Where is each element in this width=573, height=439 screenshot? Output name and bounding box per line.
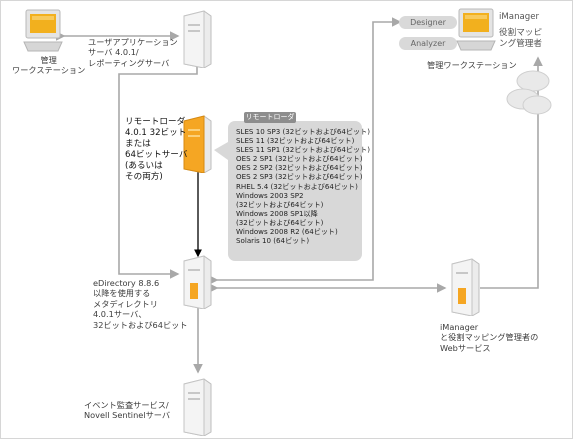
remote-loader-callout: [228, 121, 362, 261]
imanager-server-icon: [451, 258, 480, 316]
imanager-web-label: iManager と役割マッピング管理者の Webサービス: [440, 322, 539, 353]
edirectory-label: eDirectory 8.8.6 以降を使用する メタディレクトリ 4.0.1サ…: [93, 278, 188, 330]
platform-item: Solaris 10 (64ビット): [236, 236, 310, 246]
remote-loader-platform-list: SLES 10 SP3 (32ビットおよび64ビット) SLES 11 (32ビ…: [236, 127, 370, 245]
audit-server-label: イベント監査サービス/ Novell Sentinelサーバ: [84, 400, 171, 421]
link-edirectory-designer: [209, 17, 402, 285]
admin-workstation-label: 管理 ワークステーション: [12, 55, 86, 76]
role-workstation-label: 管理ワークステーション: [427, 60, 517, 70]
role-workstation-icon: [456, 8, 496, 51]
platform-item: SLES 10 SP3 (32ビットおよび64ビット): [236, 127, 370, 136]
audit-server-icon: [183, 378, 212, 436]
callout-tab: リモートローダ: [244, 112, 296, 123]
imanager-tool-label: iManager: [499, 12, 540, 22]
remote-loader-label: リモートローダ 4.0.1 32ビット または 64ビットサーバ (あるいは そ…: [125, 117, 188, 182]
userapp-server-icon: [183, 10, 212, 68]
platform-item: (32ビットおよび64ビット): [236, 217, 324, 227]
platform-item: Windows 2008 R2 (64ビット): [236, 227, 338, 237]
edirectory-server-icon: [183, 255, 212, 309]
platform-item: (32ビットおよび64ビット): [236, 199, 324, 209]
platform-item: OES 2 SP3 (32ビットおよび64ビット): [236, 172, 363, 182]
platform-item: RHEL 5.4 (32ビットおよび64ビット): [236, 181, 358, 191]
link-userapp-edirectory: [118, 56, 202, 279]
remote-loader-server-icon: [183, 115, 212, 173]
admin-workstation-icon: [23, 9, 63, 52]
role-mapping-tool-label: 役割マッピ ング管理者: [499, 28, 542, 49]
platform-item: Windows 2008 SP1以降: [236, 208, 318, 218]
platform-item: SLES 11 (32ビットおよび64ビット): [236, 136, 355, 146]
platform-item: OES 2 SP1 (32ビットおよび64ビット): [236, 154, 363, 164]
platform-item: SLES 11 SP1 (32ビットおよび64ビット): [236, 145, 370, 155]
cloud-icon: [506, 70, 552, 115]
link-imanager-rolews: [480, 56, 543, 289]
analyzer-pill: Analyzer: [399, 37, 457, 50]
userapp-server-label: ユーザアプリケーション サーバ 4.0.1/ レポーティングサーバ: [88, 37, 178, 68]
designer-pill: Designer: [399, 16, 457, 29]
platform-item: Windows 2003 SP2: [236, 190, 304, 200]
platform-item: OES 2 SP2 (32ビットおよび64ビット): [236, 163, 363, 173]
